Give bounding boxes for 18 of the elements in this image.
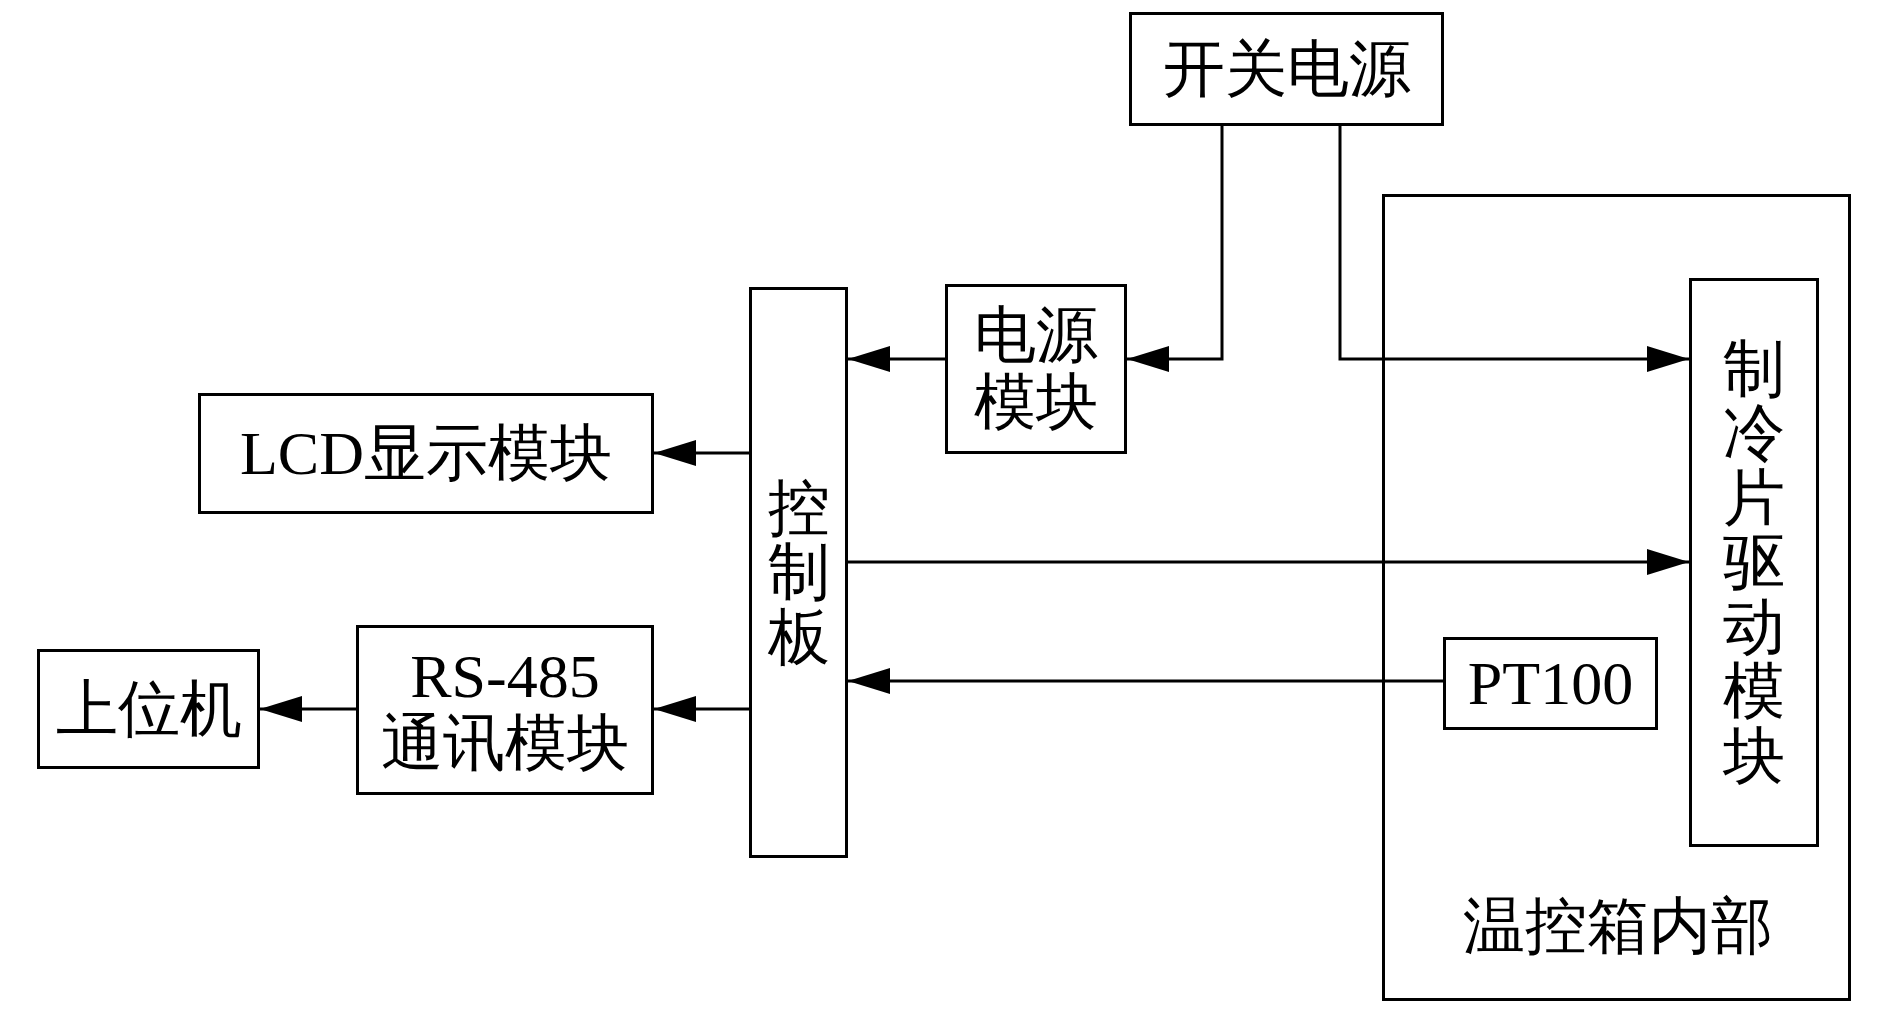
- module-box: RS-485 通讯模块: [356, 625, 654, 795]
- enclosure-frame: [1382, 194, 1851, 1001]
- module-box: 电源模块: [945, 284, 1127, 454]
- arrow: [260, 696, 356, 722]
- module-box: LCD显示模块: [198, 393, 654, 514]
- module-box: 开关电源: [1129, 12, 1444, 126]
- arrow: [654, 696, 749, 722]
- module-box: PT100: [1443, 637, 1658, 730]
- arrow: [1338, 126, 1689, 372]
- frame-label: 温控箱内部: [1463, 895, 1773, 957]
- module-box: 控制板: [749, 287, 848, 858]
- arrow: [654, 440, 749, 466]
- arrow: [848, 549, 1689, 575]
- module-box: 制冷片驱动模块: [1689, 278, 1819, 847]
- arrow: [848, 346, 945, 372]
- module-box: 上位机: [37, 649, 260, 769]
- arrow: [1127, 126, 1224, 372]
- arrow: [848, 668, 1443, 694]
